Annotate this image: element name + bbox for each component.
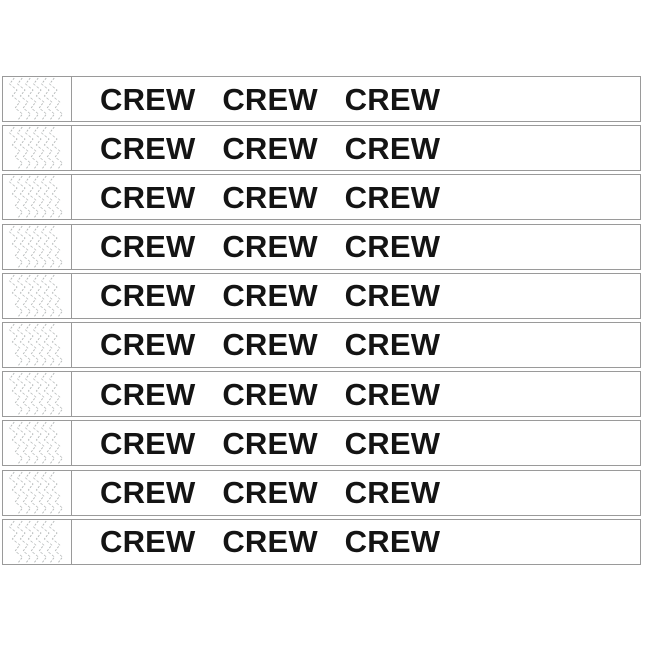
wristband-row: CREW CREW CREW (2, 469, 641, 516)
crew-label: CREW CREW CREW (100, 81, 441, 117)
wristband-row: CREW CREW CREW (2, 125, 641, 172)
crew-label: CREW CREW CREW (100, 524, 441, 560)
serration-zigzag-icon (9, 126, 64, 170)
crew-label: CREW CREW CREW (100, 327, 441, 363)
crew-label: CREW CREW CREW (100, 179, 441, 215)
serration-zigzag-icon (9, 77, 64, 121)
wristband-row: CREW CREW CREW (2, 420, 641, 467)
wristband-stub (3, 421, 72, 466)
wristband-face: CREW CREW CREW (72, 471, 640, 515)
serration-zigzag-icon (9, 323, 64, 367)
wristband-stub (3, 224, 72, 269)
crew-label: CREW CREW CREW (100, 229, 441, 265)
wristband-face: CREW CREW CREW (72, 520, 640, 564)
serration-zigzag-icon (9, 520, 64, 563)
crew-label: CREW CREW CREW (100, 475, 441, 510)
wristband-face: CREW CREW CREW (72, 175, 640, 219)
serration-zigzag-icon (9, 176, 64, 219)
wristband-stub (3, 77, 72, 121)
wristband-stub (3, 126, 72, 171)
wristband-stub (3, 519, 72, 564)
crew-label: CREW CREW CREW (100, 425, 441, 461)
serration-zigzag-icon (9, 225, 64, 268)
serration-zigzag-icon (9, 471, 64, 514)
wristband-face: CREW CREW CREW (72, 372, 640, 416)
wristband-stub (3, 372, 72, 417)
wristband-stub (3, 273, 72, 318)
wristband-face: CREW CREW CREW (72, 77, 640, 121)
crew-label: CREW CREW CREW (100, 278, 441, 314)
wristband-face: CREW CREW CREW (72, 421, 640, 465)
wristband-row: CREW CREW CREW (2, 518, 641, 565)
wristband-row: CREW CREW CREW (2, 272, 641, 319)
crew-label: CREW CREW CREW (100, 376, 441, 412)
wristband-stub (3, 470, 72, 515)
wristband-face: CREW CREW CREW (72, 274, 640, 318)
wristband-face: CREW CREW CREW (72, 225, 640, 269)
wristband-row: CREW CREW CREW (2, 321, 641, 368)
serration-zigzag-icon (9, 274, 64, 318)
wristband-row: CREW CREW CREW (2, 223, 641, 270)
wristband-face: CREW CREW CREW (72, 323, 640, 367)
wristband-row: CREW CREW CREW (2, 371, 641, 418)
serration-zigzag-icon (9, 422, 64, 465)
serration-zigzag-icon (9, 372, 64, 416)
crew-label: CREW CREW CREW (100, 130, 441, 166)
wristband-row: CREW CREW CREW (2, 76, 641, 122)
wristband-stub (3, 175, 72, 220)
wristband-stub (3, 322, 72, 367)
wristband-row: CREW CREW CREW (2, 174, 641, 221)
wristband-sheet: CREW CREW CREW CREW CREW CREW (2, 76, 641, 568)
wristband-face: CREW CREW CREW (72, 126, 640, 170)
